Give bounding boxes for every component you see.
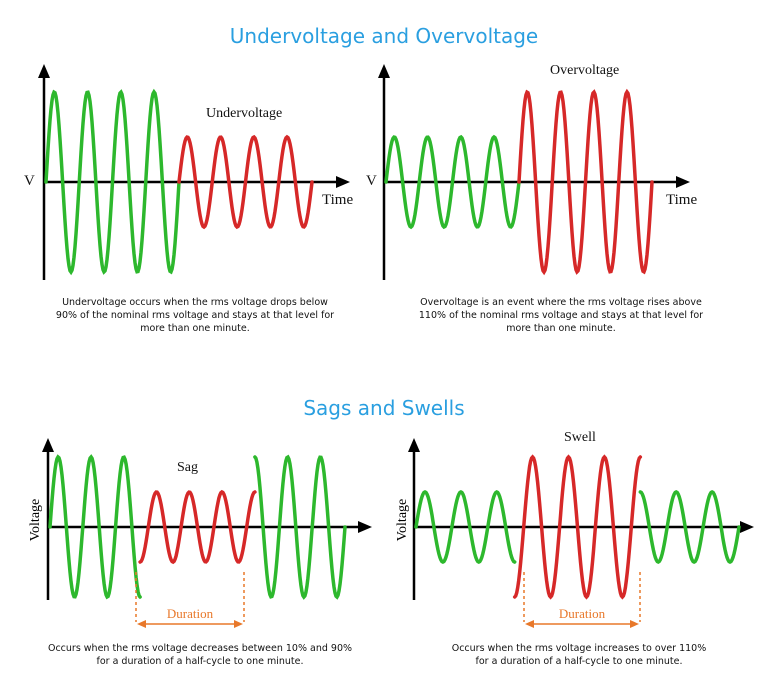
event-label: Undervoltage	[206, 106, 283, 121]
duration-arrow-right-head	[234, 620, 243, 628]
caption-line: Overvoltage is an event where the rms vo…	[420, 297, 702, 308]
caption-line: more than one minute.	[140, 323, 250, 334]
caption-line: more than one minute.	[506, 323, 616, 334]
y-axis-arrow	[38, 64, 50, 78]
y-axis-arrow	[408, 438, 420, 452]
caption-line: Occurs when the rms voltage decreases be…	[47, 643, 353, 654]
swell-diagram	[408, 438, 754, 628]
duration-label: Duration	[558, 606, 606, 621]
x-axis-label: Time	[666, 192, 698, 208]
duration-arrow-left-head	[525, 620, 534, 628]
sag-waveform	[48, 454, 347, 600]
duration-label: Duration	[166, 606, 214, 621]
normal-wave-segment	[638, 490, 741, 564]
normal-wave-segment	[414, 490, 517, 564]
event-wave-segment	[517, 88, 654, 276]
duration-arrow-left-head	[137, 620, 146, 628]
y-axis-label: Voltage	[28, 498, 43, 542]
sag-diagram	[42, 438, 372, 628]
caption: Undervoltage occurs when the rms voltage…	[30, 296, 360, 335]
caption-line: 110% of the nominal rms voltage and stay…	[418, 310, 704, 321]
event-label: Swell	[564, 430, 596, 445]
normal-wave-segment	[253, 454, 347, 600]
x-axis-arrow	[336, 176, 350, 188]
y-axis-arrow	[42, 438, 54, 452]
y-axis-label: V	[24, 173, 35, 189]
caption-line: for a duration of a half-cycle to one mi…	[475, 656, 683, 667]
bottom-section-title: Sags and Swells	[303, 396, 465, 420]
swell-panel: Voltage Swell Duration Occurs when the r…	[384, 0, 768, 678]
swell-waveform	[414, 454, 741, 600]
x-axis-label: Time	[322, 192, 354, 208]
event-label: Sag	[177, 460, 198, 475]
normal-wave-segment	[48, 454, 142, 600]
y-axis-arrow	[378, 64, 390, 78]
undervoltage-waveform	[44, 88, 314, 276]
x-axis-arrow	[740, 521, 754, 533]
y-axis-label: V	[366, 173, 377, 189]
caption-line: Undervoltage occurs when the rms voltage…	[62, 297, 328, 308]
overvoltage-diagram	[378, 64, 690, 280]
undervoltage-diagram	[38, 64, 350, 280]
top-section-title: Undervoltage and Overvoltage	[229, 24, 539, 48]
duration-arrow-right-head	[630, 620, 639, 628]
caption-line: 90% of the nominal rms voltage and stays…	[55, 310, 335, 321]
caption-line: Occurs when the rms voltage increases to…	[451, 643, 707, 654]
event-wave-segment	[512, 454, 643, 600]
sag-panel: Voltage Sag Duration Occurs when the rms…	[28, 438, 372, 668]
undervoltage-panel: V Time Undervoltage Undervoltage occurs …	[0, 0, 384, 360]
caption: Occurs when the rms voltage decreases be…	[30, 642, 370, 668]
overvoltage-waveform	[384, 88, 654, 276]
x-axis-arrow	[676, 176, 690, 188]
normal-wave-segment	[44, 88, 181, 276]
y-axis-label: Voltage	[395, 498, 410, 542]
caption: Overvoltage is an event where the rms vo…	[396, 296, 726, 335]
caption-line: for a duration of a half-cycle to one mi…	[96, 656, 304, 667]
caption: Occurs when the rms voltage increases to…	[414, 642, 744, 668]
event-wave-segment	[138, 489, 257, 565]
event-wave-segment	[177, 134, 314, 230]
normal-wave-segment	[384, 134, 521, 230]
overvoltage-panel: V Time Overvoltage Overvoltage is an eve…	[366, 0, 768, 360]
x-axis-arrow	[358, 521, 372, 533]
event-label: Overvoltage	[550, 63, 620, 78]
